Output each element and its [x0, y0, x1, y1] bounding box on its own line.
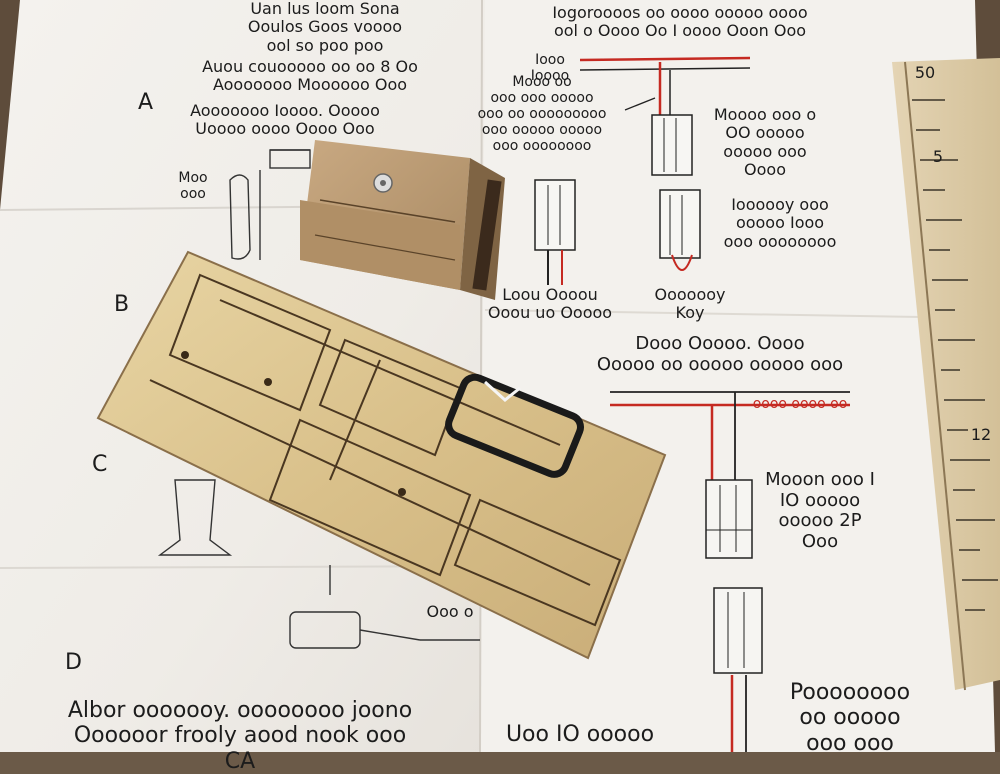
mount-text: Mooon ooo I IO ooooo ooooo 2P Ooo: [765, 469, 875, 553]
wire-note-left: Mooo oo ooo ooo ooooo ooo oo ooooooooo o…: [477, 74, 607, 155]
left-note-1: Auou couooooo oo oo 8 Oo Aooooooo Mooooo…: [202, 57, 418, 95]
label-bottom: Ooo o: [426, 602, 474, 621]
top-center-heading: Iogoroooos oo oooo ooooo oooo ool o Oooo…: [552, 3, 808, 41]
bottom-right-caption: Poooooooo oo ooooo ooo ooo: [789, 680, 911, 756]
section-letter-a: A: [138, 90, 154, 115]
right-note-2: Ioooooy ooo ooooo Iooo ooo oooooooo: [723, 195, 837, 251]
right-note-1: Moooo ooo o OO ooooo ooooo ooo Oooo: [713, 105, 817, 180]
left-sketch-lines: [157, 149, 480, 649]
ruler-number-bottom: 12: [970, 425, 992, 444]
middle-title: Dooo Ooooo. Oooo Ooooo oo ooooo ooooo oo…: [596, 333, 844, 375]
label-lead: Loou Oooou Ooou uo Ooooo: [487, 285, 613, 323]
top-left-heading: Uan lus loom Sona Ooulos Goos voooo ool …: [247, 0, 403, 55]
bottom-left-caption: Albor ooooooy. oooooooo joono Oooooor fr…: [67, 698, 413, 774]
wiring-diagram-bottom: [610, 391, 850, 752]
wire-note-top: Iooo Ioooo: [530, 52, 570, 85]
section-letter-b: B: [114, 292, 130, 317]
bottom-center-caption: Uoo IO ooooo: [505, 722, 655, 747]
wooden-circuit-board: [96, 250, 667, 660]
left-small-note: Moo ooo: [178, 170, 208, 203]
ruler-number-mid: 5: [932, 147, 944, 166]
section-letter-c: C: [92, 452, 108, 477]
red-line-label: oooo oooo oo: [752, 396, 848, 412]
ruler-number-top: 50: [914, 63, 936, 82]
wiring-diagram-top: [534, 56, 751, 285]
label-key: Ooooooy Koy: [654, 285, 726, 323]
section-letter-d: D: [65, 650, 82, 675]
left-note-2: Aooooooo Ioooo. Ooooo Uoooo oooo Oooo Oo…: [190, 101, 380, 139]
photo-scene: [0, 0, 1000, 752]
ruler: [892, 58, 1000, 691]
wooden-enclosure: [300, 140, 505, 300]
